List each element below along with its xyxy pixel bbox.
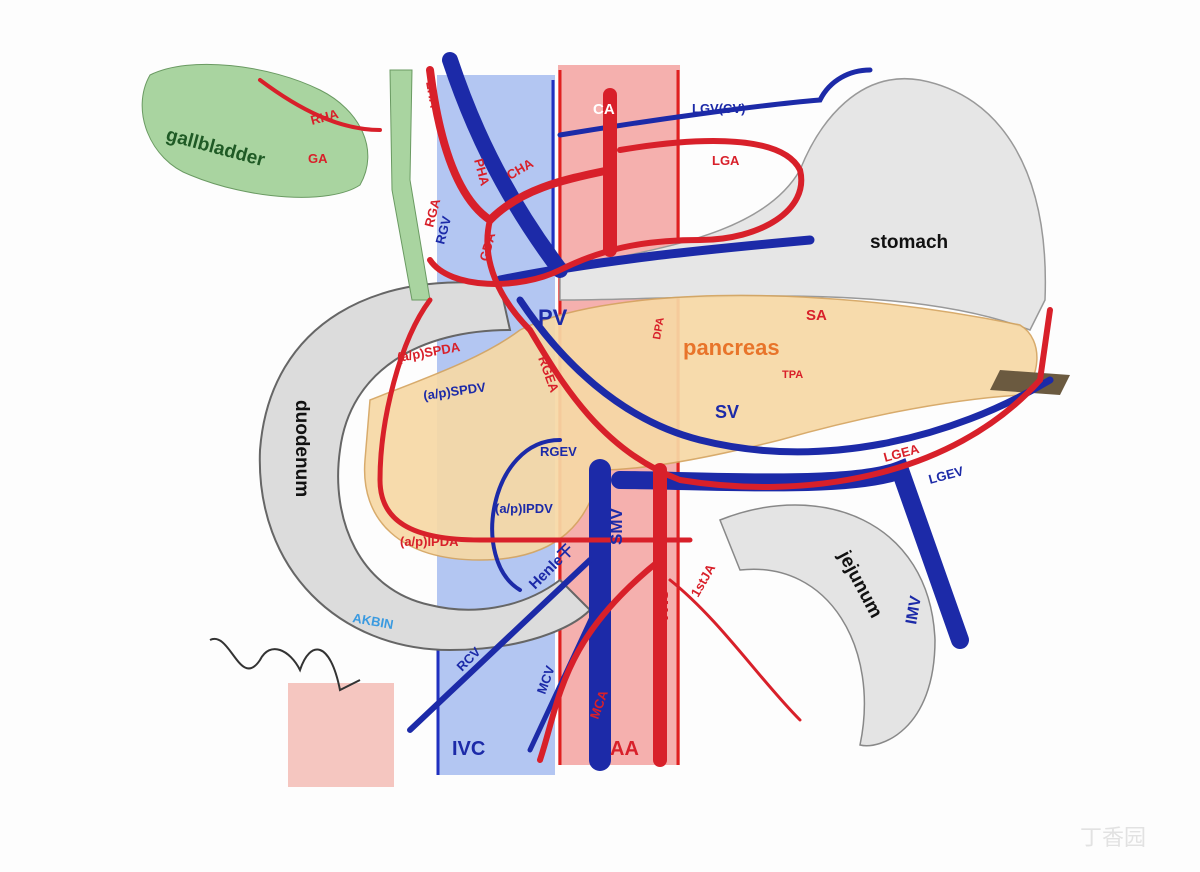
arteries	[258, 66, 1053, 767]
label-lha: LHA	[423, 80, 443, 110]
label-gda: GDA	[476, 230, 498, 262]
label-lga: LGA	[712, 153, 740, 168]
label-aa: AA	[610, 738, 639, 760]
label-dpa: DPA	[651, 316, 667, 340]
label-lgv: LGV(CV)	[692, 101, 745, 116]
duodenum-shape	[258, 281, 592, 652]
label-ipda: (a/p)IPDA	[400, 534, 459, 549]
label-ga: GA	[308, 151, 328, 166]
label-rga: RGA	[421, 196, 443, 228]
label-lgev: LGEV	[927, 463, 965, 487]
label-rgev: RGEV	[540, 444, 577, 459]
watermark-logo	[288, 683, 394, 787]
label-imv: IMV	[903, 594, 925, 625]
label-stomach: stomach	[870, 232, 948, 253]
gallbladder-shape	[141, 63, 369, 198]
signature-text: AKBIN	[351, 610, 394, 632]
label-ca: CA	[593, 101, 615, 118]
label-rha: RHA	[309, 106, 341, 128]
signature-scribble	[209, 637, 361, 692]
label-pancreas: pancreas	[683, 335, 780, 360]
label-ivc: IVC	[452, 738, 485, 760]
label-sma: SMA	[654, 590, 671, 624]
label-pv: PV	[538, 305, 568, 330]
label-smv: SMV	[607, 508, 626, 546]
label-ipdv: (a/p)IPDV	[495, 501, 553, 516]
jejunum-shape	[719, 504, 936, 747]
watermark-text: 丁香园	[1080, 826, 1146, 851]
label-duodenum: duodenum	[291, 400, 312, 497]
label-tpa: TPA	[782, 369, 803, 381]
bile-duct-shape	[389, 69, 431, 301]
label-pha: PHA	[471, 157, 493, 188]
label-rgv: RGV	[432, 214, 454, 245]
label-sa: SA	[806, 307, 827, 324]
label-sv: SV	[715, 402, 739, 422]
label-1stja: 1stJA	[688, 561, 719, 600]
